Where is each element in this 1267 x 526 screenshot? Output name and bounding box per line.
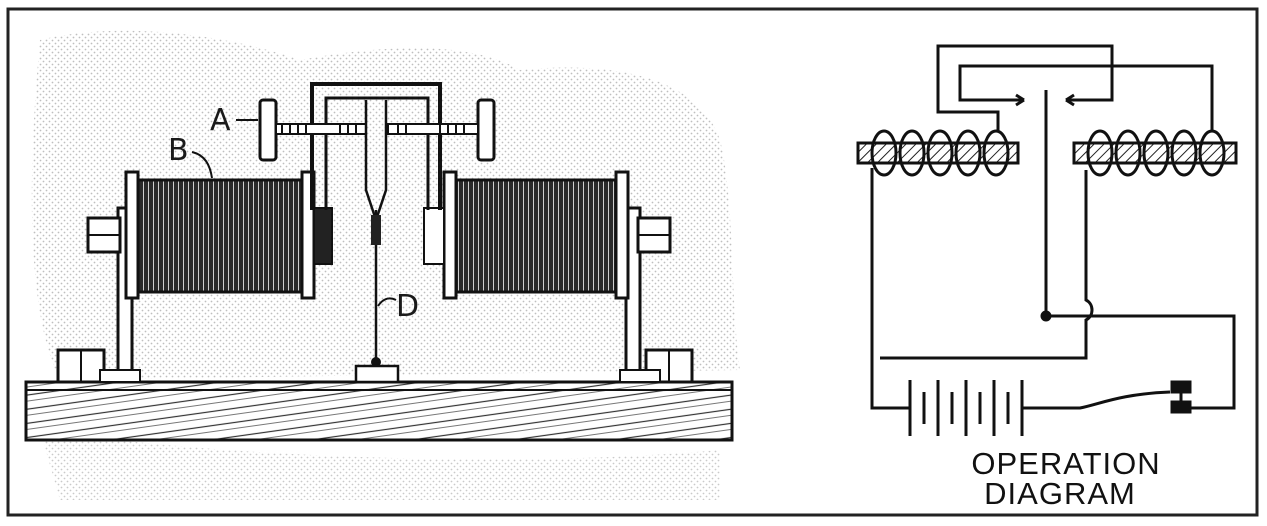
wire-top-outer [936,44,1114,131]
label-d: D [396,289,419,324]
wire-left-down [870,168,910,410]
caption-line-2: DIAGRAM [984,476,1136,511]
coil-right [423,170,630,300]
label-a: A [210,103,231,138]
switch-icon [1170,380,1192,414]
base-nut-right [644,348,694,384]
top-frame [310,82,442,210]
screw-right [387,98,496,162]
operation-diagram [856,44,1238,436]
stipple-shadow [40,430,720,500]
caption-line-1: OPERATION [971,446,1160,481]
winding-right [1086,129,1226,177]
core-right [1072,141,1238,165]
base-nut-left [56,348,106,384]
vibrating-reed [354,100,400,384]
label-b: B [168,133,189,168]
winding-left [870,129,1010,177]
bolt-right [636,216,672,254]
core-left [856,141,1020,165]
bolt-left [86,216,122,254]
wire-battery-switch [1022,390,1171,410]
coil-left [124,170,333,300]
wooden-base [24,380,734,442]
wire-reed-switch [1046,314,1236,410]
apparatus-drawing: A B D [24,30,740,500]
wire-top-inner [958,64,1214,131]
